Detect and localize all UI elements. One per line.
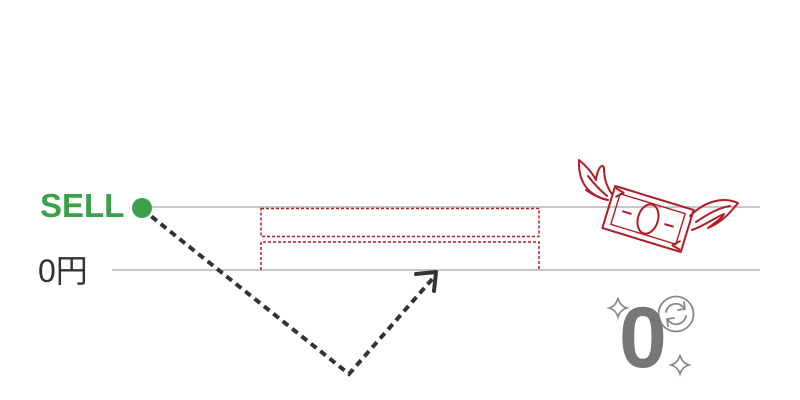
upper-dashed-box bbox=[260, 207, 540, 238]
arrow-head-icon bbox=[414, 270, 438, 293]
sparkle-icon bbox=[668, 354, 692, 377]
zero-yen-label: 0円 bbox=[38, 253, 88, 289]
lower-dashed-box bbox=[260, 241, 540, 270]
result-zero-value: 0 bbox=[619, 290, 667, 386]
price-drop-dashed-path bbox=[140, 207, 436, 377]
sell-label: SELL bbox=[40, 187, 125, 224]
sell-point-dot bbox=[132, 198, 152, 218]
flying-money-icon bbox=[577, 159, 739, 254]
refresh-icon bbox=[657, 295, 695, 333]
sparkle-icon bbox=[606, 297, 630, 320]
